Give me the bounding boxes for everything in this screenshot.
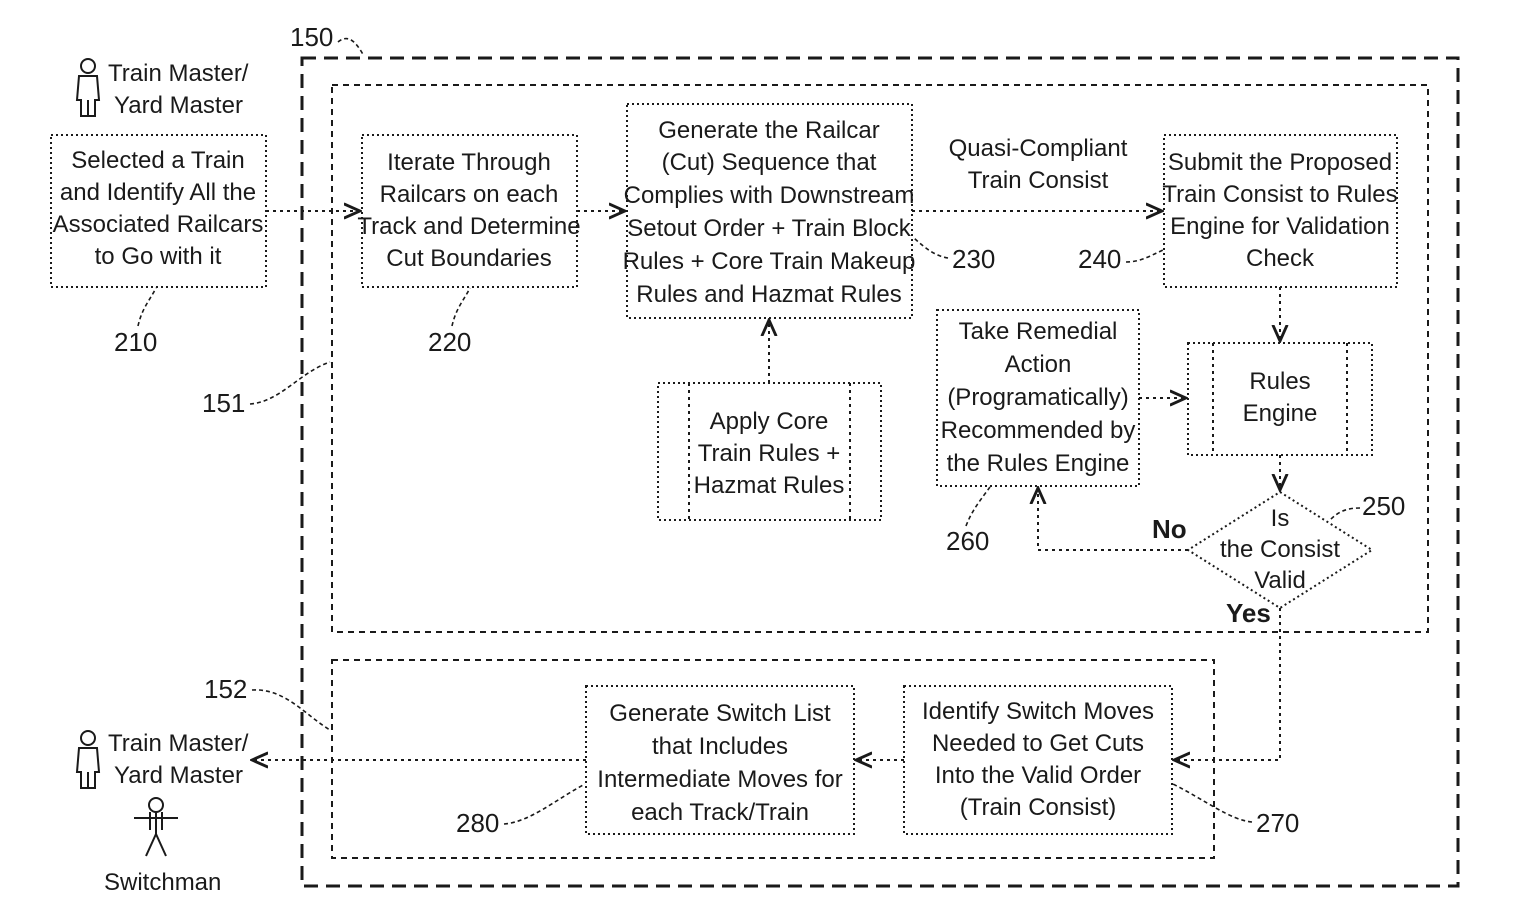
train-master-icon: [77, 731, 99, 788]
node-210-line-4: to Go with it: [95, 243, 222, 270]
ref-210-leader: [138, 288, 156, 326]
quasi-compliant-label-line-2: Train Consist: [968, 167, 1109, 194]
node-210-line-3: Associated Railcars: [53, 211, 264, 238]
switchman-icon: [134, 798, 178, 856]
decision-line-1: Is: [1271, 505, 1290, 532]
node-230-line-1: Generate the Railcar: [658, 117, 879, 144]
ref-220: 220: [428, 327, 471, 357]
node-rules-engine: [1188, 343, 1372, 455]
node-270-line-1: Identify Switch Moves: [922, 698, 1154, 725]
node-220-line-2: Railcars on each: [380, 181, 559, 208]
node-240-line-4: Check: [1246, 245, 1315, 272]
node-260-line-3: (Programatically): [947, 384, 1128, 411]
ref-240: 240: [1078, 244, 1121, 274]
node-210-line-1: Selected a Train: [71, 147, 244, 174]
yes-label: Yes: [1226, 598, 1271, 628]
rules-engine-line-1: Rules: [1249, 368, 1310, 395]
node-260-line-1: Take Remedial: [959, 318, 1118, 345]
edge-decision-yes-to-270: [1174, 608, 1280, 760]
apply-rules-line-3: Hazmat Rules: [694, 472, 845, 499]
ref-250-leader: [1330, 508, 1360, 520]
ref-280-leader: [504, 784, 585, 824]
node-280-line-1: Generate Switch List: [609, 700, 831, 727]
node-230-line-4: Setout Order + Train Block: [627, 215, 911, 242]
node-260-line-2: Action: [1005, 351, 1072, 378]
node-210-line-2: and Identify All the: [60, 179, 256, 206]
ref-260-leader: [966, 487, 990, 526]
node-260-line-5: the Rules Engine: [947, 450, 1130, 477]
bottom-actor-label-line-1: Train Master/: [108, 730, 249, 757]
ref-150-leader: [338, 39, 364, 56]
ref-240-leader: [1126, 250, 1163, 262]
ref-270-leader: [1173, 784, 1252, 822]
node-240-line-1: Submit the Proposed: [1168, 149, 1392, 176]
node-220-line-3: Track and Determine: [357, 213, 580, 240]
node-230-line-5: Rules + Core Train Makeup: [623, 248, 916, 275]
node-240-line-3: Engine for Validation: [1170, 213, 1390, 240]
ref-220-leader: [452, 288, 470, 326]
node-230-line-6: Rules and Hazmat Rules: [636, 281, 901, 308]
node-260-line-4: Recommended by: [941, 417, 1136, 444]
switchman-label: Switchman: [104, 869, 221, 896]
node-240-line-2: Train Consist to Rules: [1162, 181, 1397, 208]
ref-250: 250: [1362, 491, 1405, 521]
apply-rules-line-2: Train Rules +: [698, 440, 841, 467]
ref-260: 260: [946, 526, 989, 556]
bottom-actor-label-line-2: Yard Master: [114, 762, 243, 789]
node-220-line-1: Iterate Through: [387, 149, 551, 176]
rules-engine-line-2: Engine: [1243, 400, 1318, 427]
ref-152-leader: [252, 690, 330, 730]
ref-151-leader: [250, 362, 330, 404]
ref-280: 280: [456, 808, 499, 838]
top-actor-label-line-1: Train Master/: [108, 60, 249, 87]
ref-151: 151: [202, 388, 245, 418]
node-270-line-2: Needed to Get Cuts: [932, 730, 1144, 757]
node-270-line-4: (Train Consist): [960, 794, 1116, 821]
node-230-line-2: (Cut) Sequence that: [662, 149, 877, 176]
node-280-line-2: that Includes: [652, 733, 788, 760]
apply-rules-line-1: Apply Core: [710, 408, 829, 435]
ref-210: 210: [114, 327, 157, 357]
node-220-line-4: Cut Boundaries: [386, 245, 551, 272]
train-master-icon: [77, 59, 99, 116]
decision-line-3: Valid: [1254, 567, 1306, 594]
ref-150: 150: [290, 22, 333, 52]
ref-270: 270: [1256, 808, 1299, 838]
ref-230-leader: [914, 238, 948, 258]
ref-230: 230: [952, 244, 995, 274]
ref-152: 152: [204, 674, 247, 704]
node-230-line-3: Complies with Downstream: [624, 182, 915, 209]
node-280-line-4: each Track/Train: [631, 799, 809, 826]
node-280-line-3: Intermediate Moves for: [597, 766, 842, 793]
node-270-line-3: Into the Valid Order: [935, 762, 1141, 789]
quasi-compliant-label-line-1: Quasi-Compliant: [949, 135, 1128, 162]
decision-line-2: the Consist: [1220, 536, 1340, 563]
no-label: No: [1152, 514, 1187, 544]
top-actor-label-line-2: Yard Master: [114, 92, 243, 119]
